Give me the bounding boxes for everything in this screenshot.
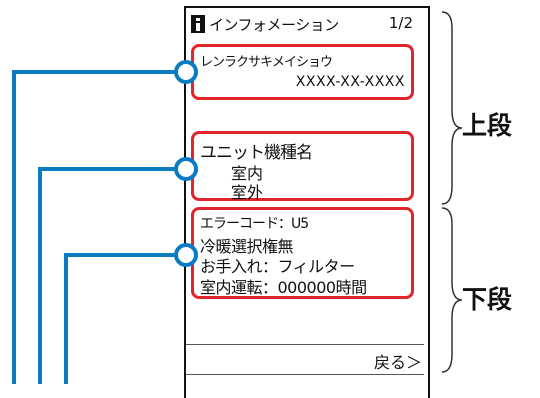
unit-model-label: ユニット機種名 xyxy=(200,143,313,163)
error-code-text: エラーコード：U5 xyxy=(200,216,309,232)
info-icon xyxy=(191,15,205,33)
mode-selection-text: 冷暖選択権無 xyxy=(200,237,294,256)
contact-name-label: レンラクサキメイショウ xyxy=(200,55,333,70)
contact-phone-value: XXXX-XX-XXXX xyxy=(295,74,405,90)
page-indicator: 1/2 xyxy=(388,14,413,32)
section-contact-name: レンラクサキメイショウ XXXX-XX-XXXX xyxy=(191,44,414,100)
maintenance-text: お手入れ：フィルター xyxy=(200,257,355,276)
footer-divider-bottom xyxy=(186,374,424,375)
leader-line-section2 xyxy=(38,167,186,384)
information-screen-diagram: インフォメーション 1/2 レンラクサキメイショウ XXXX-XX-XXXX ユ… xyxy=(12,6,513,398)
leader-line-section1 xyxy=(12,70,186,384)
screen-header: インフォメーション 1/2 xyxy=(191,12,417,38)
lower-tier-label: 下段 xyxy=(462,285,513,314)
indoor-unit-label: 室内 xyxy=(231,164,264,183)
header-title: インフォメーション xyxy=(209,16,339,34)
section-status: エラーコード：U5 冷暖選択権無 お手入れ：フィルター 室内運転：000000時… xyxy=(191,207,414,299)
back-button[interactable]: 戻る＞ xyxy=(373,353,422,372)
leader-line-section3 xyxy=(64,253,186,384)
upper-tier-label: 上段 xyxy=(462,111,513,140)
upper-tier-brace xyxy=(441,11,463,205)
indoor-runtime-text: 室内運転：000000時間 xyxy=(200,278,367,297)
remote-lcd-screen xyxy=(184,6,430,398)
footer-divider-top xyxy=(186,344,424,345)
lower-tier-brace xyxy=(441,207,463,373)
outdoor-unit-label: 室外 xyxy=(231,183,264,202)
section-unit-model: ユニット機種名 室内 室外 xyxy=(191,131,414,202)
leader-lines xyxy=(12,11,463,384)
